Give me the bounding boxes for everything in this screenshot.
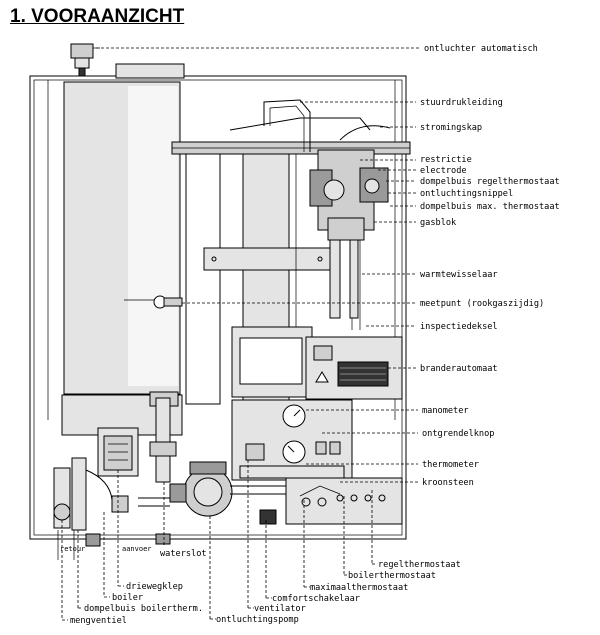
label-regelthermostaat: regelthermostaat: [378, 560, 461, 570]
label-electrode: electrode: [420, 166, 467, 176]
label-aanvoer: aanvoer: [122, 545, 152, 553]
reset-button: [315, 441, 327, 455]
burner-control-unit: [305, 336, 403, 400]
labels: ontluchter automatisch stuurdrukleiding …: [60, 44, 560, 626]
label-kroonsteen: kroonsteen: [422, 478, 474, 488]
inner-casing: [33, 79, 403, 536]
label-stuurdrukleiding: stuurdrukleiding: [420, 98, 503, 108]
label-branderautomaat: branderautomaat: [420, 364, 498, 374]
label-dompelbuis-boilertherm: dompelbuis boilertherm.: [84, 604, 203, 614]
label-ontgrendelknop: ontgrendelknop: [422, 429, 494, 439]
label-ontluchtingsnippel: ontluchtingsnippel: [420, 189, 513, 199]
label-gasblok: gasblok: [420, 218, 457, 228]
label-dompelbuis-max-thermostaat: dompelbuis max. thermostaat: [420, 202, 560, 212]
measuring-point: [153, 295, 183, 309]
control-pressure-pipe: [263, 99, 311, 152]
automatic-air-vent: [70, 43, 100, 77]
pump: [169, 461, 233, 517]
pipework: [53, 397, 286, 560]
label-driewegklep: driewegklep: [126, 582, 183, 592]
label-manometer: manometer: [422, 406, 469, 416]
label-ventilator: ventilator: [254, 604, 306, 614]
label-meetpunt: meetpunt (rookgaszijdig): [420, 299, 544, 309]
draught-diverter: [171, 117, 411, 155]
label-stromingskap: stromingskap: [420, 123, 482, 133]
leader-lines: [61, 47, 420, 621]
label-boilerthermostaat: boilerthermostaat: [348, 571, 436, 581]
label-retour: retour: [60, 545, 85, 553]
label-waterslot: waterslot: [160, 549, 207, 559]
label-ontluchtingspomp: ontluchtingspomp: [216, 615, 299, 625]
label-thermometer: thermometer: [422, 460, 479, 470]
control-panel: [231, 399, 353, 481]
outer-casing: [29, 75, 407, 540]
flue-collar: [115, 63, 185, 79]
label-comfortschakelaar: comfortschakelaar: [272, 594, 360, 604]
three-way-valve: [97, 427, 139, 477]
boiler-tank: [61, 81, 183, 436]
label-mengventiel: mengventiel: [70, 616, 127, 626]
label-maximaalthermostaat: maximaalthermostaat: [310, 583, 408, 593]
page-title: 1. VOORAANZICHT: [10, 6, 185, 27]
label-ontluchter-automatisch: ontluchter automatisch: [424, 44, 538, 54]
label-boiler: boiler: [112, 593, 143, 603]
label-restrictie: restrictie: [420, 155, 472, 165]
label-warmtewisselaar: warmtewisselaar: [420, 270, 498, 280]
appliance-drawing: [29, 43, 411, 560]
gas-valve-block: [309, 149, 389, 319]
label-inspectiedeksel: inspectiedeksel: [420, 322, 498, 332]
label-dompelbuis-regelthermostaat: dompelbuis regelthermostaat: [420, 177, 560, 187]
